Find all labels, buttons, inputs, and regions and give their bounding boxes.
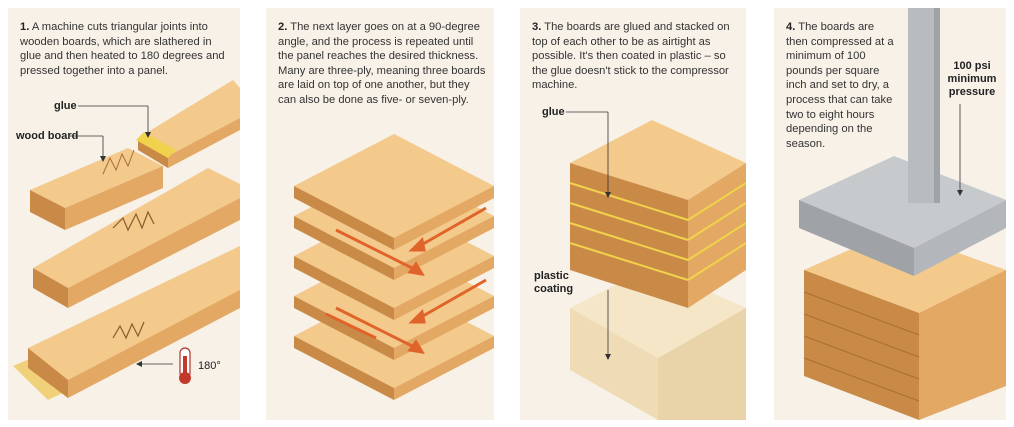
compressor-press <box>799 8 1006 276</box>
step-4-text: The boards are then compressed at a mini… <box>786 21 894 150</box>
step-4-number: 4. <box>786 21 796 33</box>
pressure-label: 100 psi minimum pressure <box>947 60 997 98</box>
heat-press-plate <box>13 246 240 400</box>
thermometer-icon <box>179 347 191 384</box>
step-1-number: 1. <box>20 21 30 33</box>
glued-stack-illustration <box>566 111 746 420</box>
step-1-caption: 1. A machine cuts triangular joints into… <box>20 20 228 78</box>
step-2-text: The next layer goes on at a 90-degree an… <box>278 21 486 106</box>
step-3-number: 3. <box>532 21 542 33</box>
wood-board-label: wood board <box>16 130 79 142</box>
compression-illustration <box>799 8 1006 420</box>
step-3-panel: 3. The boards are glued and stacked on t… <box>520 8 746 420</box>
finger-joint-illustration <box>13 80 240 400</box>
ply-layer-1 <box>294 134 494 250</box>
step-2-number: 2. <box>278 21 288 33</box>
step-4-caption: 4. The boards are then compressed at a m… <box>786 20 898 151</box>
layer-stacking-illustration <box>294 134 494 400</box>
glue-label: glue <box>54 100 77 112</box>
glued-board-stack <box>569 120 746 308</box>
wood-board-glued <box>136 80 240 168</box>
step-2-caption: 2. The next layer goes on at a 90-degree… <box>278 20 486 108</box>
step-3-text: The boards are glued and stacked on top … <box>532 21 730 92</box>
wood-board-joined <box>33 168 240 308</box>
glue-label: glue <box>542 106 565 118</box>
step-1-text: A machine cuts triangular joints into wo… <box>20 21 225 77</box>
direction-arrows <box>335 206 487 355</box>
step-1-panel: 1. A machine cuts triangular joints into… <box>8 8 240 420</box>
step-4-panel: 4. The boards are then compressed at a m… <box>774 8 1006 420</box>
step-2-panel: 2. The next layer goes on at a 90-degree… <box>266 8 494 420</box>
step-3-caption: 3. The boards are glued and stacked on t… <box>532 20 738 93</box>
temperature-label: 180° <box>198 360 221 372</box>
plastic-coating-label: plastic coating <box>534 270 574 295</box>
wood-board-short <box>30 148 163 230</box>
